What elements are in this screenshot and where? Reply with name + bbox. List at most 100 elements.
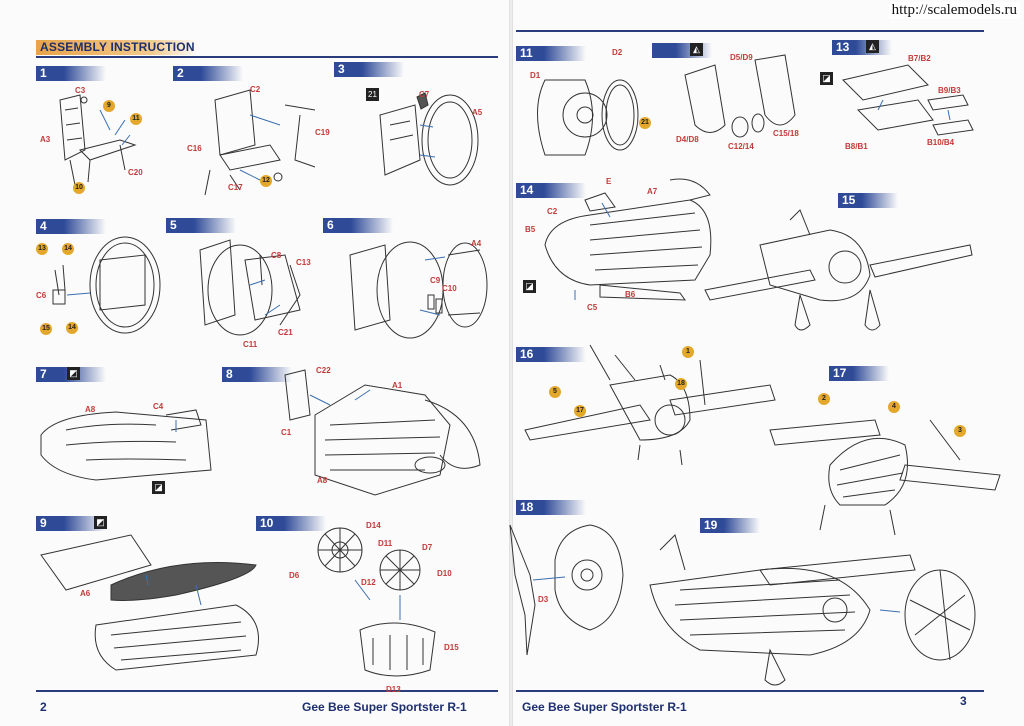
label-c8: C8 — [271, 251, 282, 260]
decal-icon-2: ◪ — [820, 72, 833, 85]
label-c2: C2 — [250, 85, 261, 94]
step-number: 5 — [170, 218, 177, 232]
label-b10b4: B10/B4 — [927, 138, 955, 147]
label-c11: C11 — [243, 340, 258, 349]
label-a8: A8 — [85, 405, 96, 414]
label-c9: C9 — [430, 276, 441, 285]
step-number: 16 — [520, 347, 534, 361]
label-b5: B5 — [525, 225, 536, 234]
step-number: 19 — [704, 518, 718, 532]
label-c20: C20 — [128, 168, 143, 177]
step-1: 1 — [36, 66, 106, 81]
label-a8-step8: A8 — [317, 476, 328, 485]
step-number: 14 — [520, 183, 534, 197]
label-d1: D1 — [530, 71, 541, 80]
step-16: 16 — [516, 347, 586, 362]
label-c15-18: C15/18 — [773, 129, 799, 138]
label-c7: C7 — [419, 90, 430, 99]
paint-callout-18: 18 — [675, 378, 687, 390]
paint-callout-11: 11 — [130, 113, 142, 125]
footer-rule-right — [516, 690, 984, 692]
paint-callout-5: 5 — [549, 386, 561, 398]
step-6-drawing — [349, 241, 488, 339]
label-c13: C13 — [296, 258, 311, 267]
label-c22: C22 — [316, 366, 331, 375]
step-11-drawing — [537, 79, 639, 156]
step-5: 5 — [166, 218, 236, 233]
step-2-drawing — [204, 89, 316, 196]
book-spine — [509, 0, 513, 726]
step-17: 17 — [829, 366, 889, 381]
decal-icon: ◪ — [152, 481, 165, 494]
page-number-left: 2 — [40, 700, 47, 714]
step-14: 14 — [516, 183, 586, 198]
step-number: 10 — [260, 516, 274, 530]
step-10-drawing — [317, 527, 436, 677]
paint-callout-13: 13 — [36, 243, 48, 255]
label-a3: A3 — [40, 135, 51, 144]
step-number: 2 — [177, 66, 184, 80]
step-number: 18 — [520, 500, 534, 514]
step-1-drawing — [59, 94, 137, 186]
step-17-drawing — [769, 419, 1001, 536]
paint-callout-3: 3 — [954, 425, 966, 437]
step-13: 13 — [832, 40, 892, 55]
paint-callout-9: 9 — [103, 100, 115, 112]
label-c5: C5 — [587, 303, 598, 312]
step-9: 9 — [36, 516, 106, 531]
label-c12-14: C12/14 — [728, 142, 754, 151]
step-number: 9 — [40, 516, 47, 530]
step-number: 15 — [842, 193, 856, 207]
page-number-right: 3 — [960, 694, 967, 708]
paint-callout-14: 14 — [62, 243, 74, 255]
step-3: 3 — [334, 62, 404, 77]
paint-callout-2: 2 — [818, 393, 830, 405]
label-a4: A4 — [471, 239, 482, 248]
step-15: 15 — [838, 193, 898, 208]
label-d3: D3 — [538, 595, 549, 604]
glue-icon-2: ◭ — [866, 40, 879, 53]
glue-icon: ◭ — [690, 43, 703, 56]
label-c6: C6 — [36, 291, 47, 300]
label-c1: C1 — [281, 428, 292, 437]
step-number: 17 — [833, 366, 847, 380]
step-4-drawing — [52, 236, 161, 334]
watermark-url[interactable]: http://scalemodels.ru — [888, 2, 1020, 19]
step-9-drawing — [40, 534, 259, 671]
label-d13: D13 — [386, 685, 401, 694]
step-number: 8 — [226, 367, 233, 381]
footer-rule-left — [36, 690, 498, 692]
step-number: 11 — [520, 46, 533, 60]
label-d7: D7 — [422, 543, 433, 552]
label-d11: D11 — [378, 539, 393, 548]
label-a1: A1 — [392, 381, 403, 390]
step-12-drawing — [684, 54, 796, 138]
label-d15: D15 — [444, 643, 459, 652]
step-18: 18 — [516, 500, 586, 515]
header-rule-left — [36, 56, 498, 58]
label-c19: C19 — [315, 128, 330, 137]
label-c17: C17 — [228, 183, 243, 192]
label-a7: A7 — [647, 187, 658, 196]
label-d4d8: D4/D8 — [676, 135, 699, 144]
step-number: 13 — [836, 40, 850, 54]
step-8-drawing — [284, 369, 481, 496]
label-a5: A5 — [472, 108, 483, 117]
footer-title-left: Gee Bee Super Sportster R-1 — [302, 700, 467, 714]
step-10: 10 — [256, 516, 326, 531]
paint-callout-17: 17 — [574, 405, 586, 417]
paint-callout-10: 10 — [73, 182, 85, 194]
step-19-drawing — [649, 534, 976, 686]
step-number: 7 — [40, 367, 47, 381]
step-7-drawing — [40, 409, 212, 481]
step-3-drawing — [379, 92, 479, 186]
paint-callout-4: 4 — [888, 401, 900, 413]
page-title: ASSEMBLY INSTRUCTION — [40, 40, 195, 54]
label-d12: D12 — [361, 578, 376, 587]
label-c3: C3 — [75, 86, 86, 95]
step-number: 4 — [40, 219, 47, 233]
step-15-drawing — [704, 209, 973, 331]
step-number: 3 — [338, 62, 345, 76]
label-c21: C21 — [278, 328, 293, 337]
cement-icon: ◩ — [67, 367, 80, 380]
